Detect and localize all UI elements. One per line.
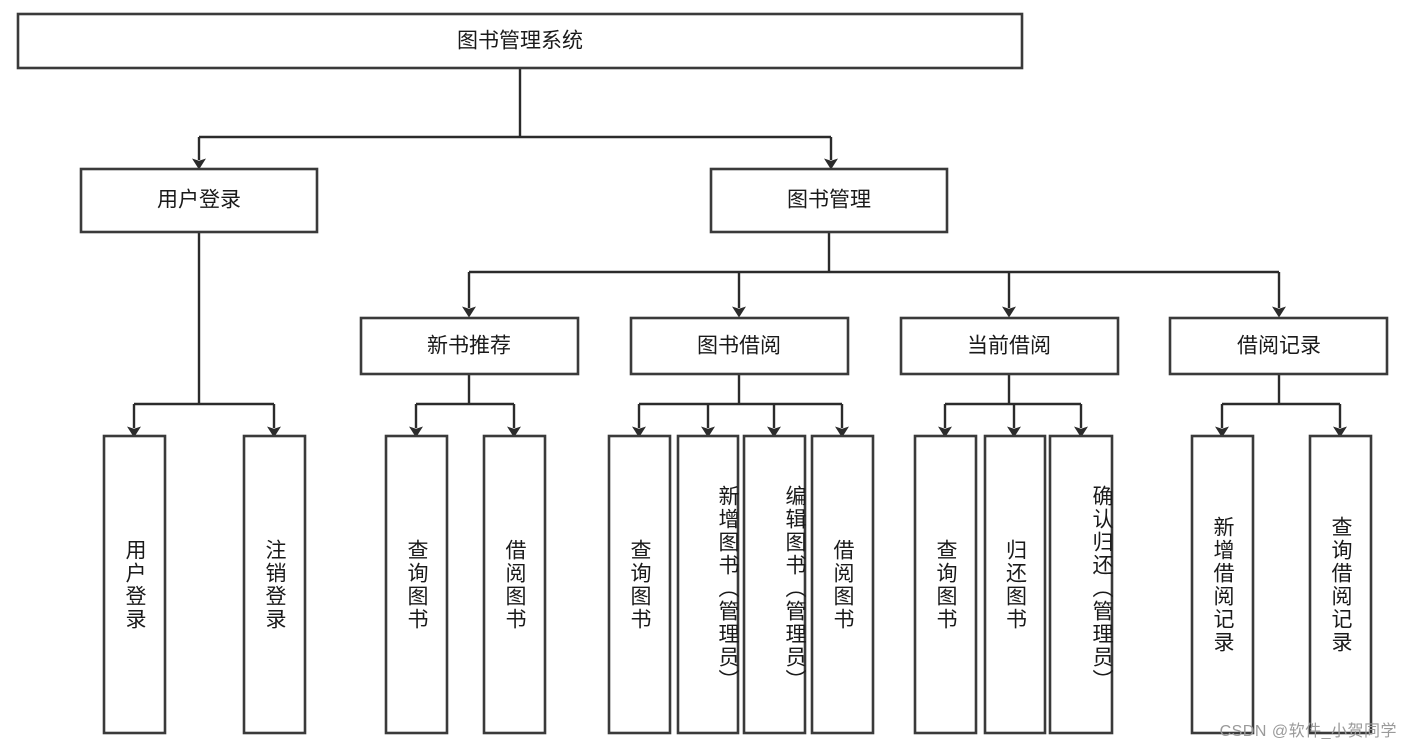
leaf-new-book-recommend-0[interactable]: [384, 434, 449, 735]
connector-borrowrecord-to-leaves: [1215, 374, 1347, 438]
leaf-book-borrow-3[interactable]: [810, 434, 875, 735]
leaf-current-borrow-1[interactable]: [983, 434, 1047, 735]
node-root[interactable]: 图书管理系统: [16, 12, 1024, 70]
node-book-management-label: 图书管理: [787, 189, 871, 212]
node-current-borrow-label: 当前借阅: [967, 335, 1051, 358]
leaf-current-borrow-2[interactable]: [1048, 434, 1114, 735]
leaf-new-book-recommend-1[interactable]: [482, 434, 547, 735]
node-new-book-recommend[interactable]: 新书推荐: [359, 316, 580, 376]
connector-bookmgmt-to-level3: [462, 232, 1286, 318]
leaf-current-borrow-0[interactable]: [913, 434, 978, 735]
leaf-book-borrow-2[interactable]: [742, 434, 807, 735]
node-current-borrow[interactable]: 当前借阅: [899, 316, 1120, 376]
node-book-borrow[interactable]: 图书借阅: [629, 316, 850, 376]
leaf-book-borrow-1[interactable]: [676, 434, 740, 735]
leaf-user-login-0[interactable]: [102, 434, 167, 735]
leaf-user-login-1[interactable]: [242, 434, 307, 735]
leaf-borrow-record-1[interactable]: [1308, 434, 1373, 735]
node-book-management[interactable]: 图书管理: [709, 167, 949, 234]
watermark: CSDN @软件_小贺同学: [1219, 723, 1397, 740]
node-book-borrow-label: 图书借阅: [697, 335, 781, 358]
leaf-borrow-record-0[interactable]: [1190, 434, 1255, 735]
node-new-book-recommend-label: 新书推荐: [427, 335, 511, 358]
connector-bookborrow-to-leaves: [632, 374, 849, 438]
node-borrow-record[interactable]: 借阅记录: [1168, 316, 1389, 376]
node-borrow-record-label: 借阅记录: [1237, 335, 1321, 358]
node-root-label: 图书管理系统: [457, 30, 583, 53]
leaf-book-borrow-0[interactable]: [607, 434, 672, 735]
connector-currentborrow-to-leaves: [938, 374, 1088, 438]
connector-userlogin-to-leaves: [127, 232, 281, 438]
node-user-login-label: 用户登录: [157, 189, 241, 212]
connector-newbook-to-leaves: [409, 374, 521, 438]
node-user-login[interactable]: 用户登录: [79, 167, 319, 234]
connector-root-to-level2: [192, 68, 838, 170]
